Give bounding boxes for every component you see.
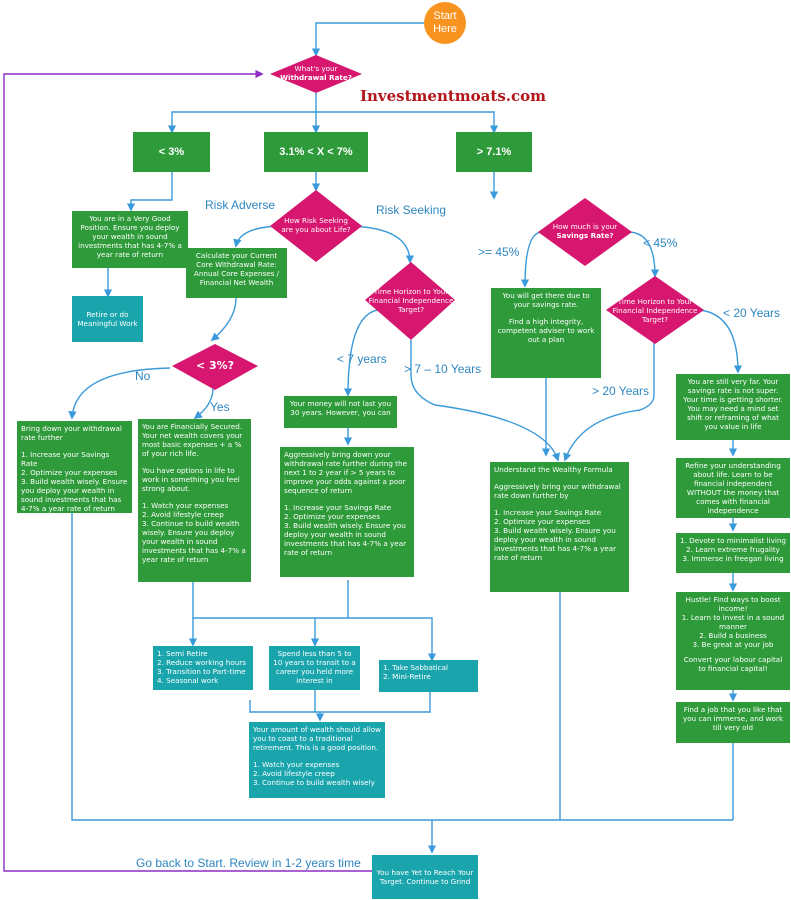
box-find-job: Find a job that you like that you can im…	[676, 702, 790, 743]
connector	[210, 297, 237, 342]
label-risk-adverse: Risk Adverse	[205, 198, 276, 212]
connector	[520, 231, 543, 288]
decision-line: Time Horizon to Your	[617, 297, 693, 306]
decision-savings-rate	[538, 198, 632, 266]
connector	[311, 22, 425, 57]
box-para: You are Financially Secured. Your net we…	[142, 422, 243, 458]
box-bring-down: Bring down your withdrawal rate further …	[17, 421, 132, 513]
decision-line: How Risk Seeking	[284, 216, 348, 225]
box-list: 1. Learn to invest in a sound manner 2. …	[681, 613, 785, 649]
connector	[343, 309, 379, 397]
box-sabbatical: 1. Take Sabbatical 2. Mini-Retire	[379, 660, 478, 692]
connector	[71, 513, 733, 821]
decision-withdrawal-text: What's your Withdrawal Rate?	[276, 64, 356, 82]
decision-line: Financial Independence	[612, 306, 698, 315]
decision-line: Target?	[641, 315, 669, 324]
box-very-good: You are in a Very Good Position. Ensure …	[72, 211, 188, 268]
box-para: Bring down your withdrawal rate further	[21, 424, 122, 442]
box-calculate: Calculate your Current Core Withdrawal R…	[186, 248, 287, 298]
label-ge45: >= 45%	[478, 245, 520, 259]
box-not-last: Your money will not last you 30 years. H…	[284, 396, 397, 428]
go-back-text: Go back to Start. Review in 1-2 years ti…	[136, 856, 361, 870]
box-para: Aggressively bring your withdrawal rate …	[494, 482, 621, 500]
decision-line: Withdrawal Rate?	[280, 73, 352, 82]
box-list: 1. Increase your Savings Rate 2. Optimiz…	[494, 508, 617, 562]
label-no: No	[135, 369, 151, 383]
decision-line: Savings Rate?	[556, 231, 614, 240]
decision-under3-text: < 3%?	[195, 359, 235, 372]
connector	[563, 342, 655, 462]
box-para: Aggressively bring down your withdrawal …	[284, 450, 407, 495]
box-wealthy: Understand the Wealthy Formula Aggressiv…	[490, 462, 629, 592]
box-semi-retire: 1. Semi Retire 2. Reduce working hours 3…	[153, 646, 253, 690]
label-gt20: > 20 Years	[592, 384, 650, 398]
label-lt20: < 20 Years	[723, 306, 781, 320]
box-secured: You are Financially Secured. Your net we…	[138, 419, 251, 582]
loop-back-connector	[3, 69, 372, 872]
box-para: Find a high integrity, competent adviser…	[497, 317, 595, 344]
connector	[249, 700, 325, 722]
box-refine: Refine your understanding about life. Le…	[676, 458, 790, 518]
connector	[68, 367, 171, 420]
decision-horizon-right-text: Time Horizon to Your Financial Independe…	[606, 297, 704, 324]
decision-risk-seeking	[270, 190, 362, 262]
connector	[627, 231, 660, 278]
box-retire: Retire or do Meaningful Work	[72, 296, 143, 342]
box-para: Hustle! Find ways to boost income!	[685, 595, 781, 613]
box-para: Understand the Wealthy Formula	[494, 465, 613, 474]
decision-line: How much is your	[552, 222, 618, 231]
decision-horizon-mid-text: Time Horizon to Your Financial Independe…	[366, 287, 456, 314]
decision-savings-text: How much is your Savings Rate?	[540, 222, 630, 240]
branch-under-3: < 3%	[133, 132, 210, 172]
branch-mid: 3.1% < X < 7%	[264, 132, 368, 172]
decision-risk-text: How Risk Seeking are you about Life?	[270, 216, 362, 234]
box-due-savings: You will get there due to your savings r…	[491, 288, 601, 378]
box-hustle: Hustle! Find ways to boost income! 1. Le…	[676, 592, 790, 690]
connector	[316, 111, 499, 134]
box-para: You have options in life to work in some…	[142, 466, 240, 493]
box-devote: 1. Devote to minimalist living 2. Learn …	[676, 533, 790, 573]
decision-horizon-right	[606, 276, 704, 344]
decision-under-3	[172, 344, 258, 390]
box-yet-to-reach: You have Yet to Reach Your Target. Conti…	[372, 855, 478, 899]
label-risk-seeking: Risk Seeking	[376, 203, 447, 217]
connector	[699, 309, 743, 374]
decision-line: Time Horizon to Your	[373, 287, 449, 296]
decision-withdrawal-rate	[270, 55, 362, 93]
connector	[410, 340, 560, 462]
connector	[167, 93, 317, 134]
start-node: Start Here	[424, 2, 466, 44]
label-lt7: < 7 years	[337, 352, 387, 366]
box-para: Convert your labour capital to financial…	[683, 655, 783, 673]
decision-horizon-mid	[365, 262, 455, 340]
box-list: 1. Increase your Savings Rate 2. Optimiz…	[284, 503, 407, 557]
brand-watermark: Investmentmoats.com	[360, 87, 547, 105]
box-not-super: You are still very far. Your savings rat…	[676, 374, 790, 440]
box-para: Your amount of wealth should allow you t…	[253, 725, 381, 752]
connector	[193, 387, 214, 419]
box-coast: Your amount of wealth should allow you t…	[249, 722, 385, 798]
box-list: 1. Watch your expenses 2. Avoid lifestyl…	[253, 760, 375, 787]
decision-line: What's your	[294, 64, 338, 73]
box-spend-less: Spend less than 5 to 10 years to transit…	[269, 646, 360, 690]
connector	[192, 582, 437, 662]
decision-line: Financial Independence	[368, 296, 454, 305]
label-7to10: > 7 – 10 Years	[404, 362, 482, 376]
box-list: 1. Watch your expenses 2. Avoid lifestyl…	[142, 501, 246, 564]
branch-over-7: > 7.1%	[456, 132, 532, 172]
label-yes: Yes	[210, 400, 230, 414]
box-list: 1. Increase your Savings Rate 2. Optimiz…	[21, 450, 128, 513]
box-para: You will get there due to your savings r…	[502, 291, 590, 309]
decision-line: Target?	[397, 305, 425, 314]
connector	[126, 172, 173, 212]
box-aggressive: Aggressively bring down your withdrawal …	[280, 447, 414, 577]
decision-line: are you about Life?	[281, 225, 351, 234]
connector	[320, 692, 431, 713]
label-lt45: < 45%	[643, 236, 678, 250]
